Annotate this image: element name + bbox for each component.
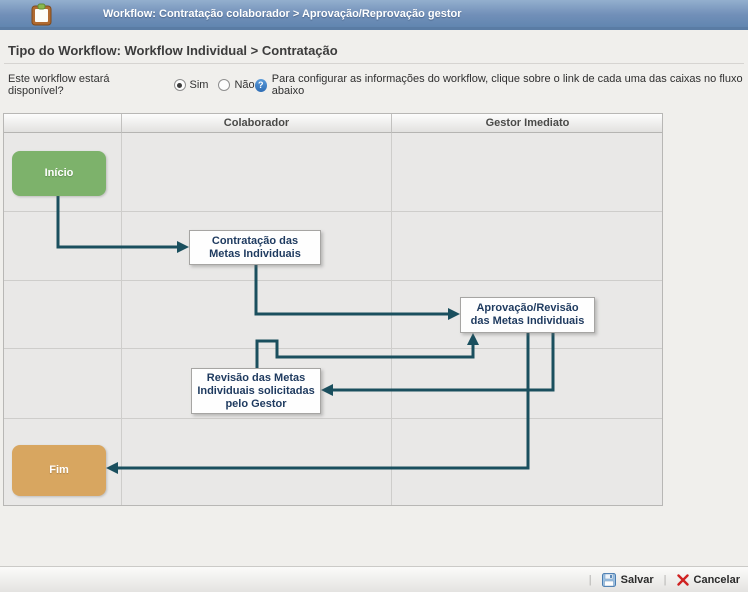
radio-sim[interactable] xyxy=(173,79,186,91)
title-divider xyxy=(4,63,744,64)
clipboard-icon xyxy=(31,3,52,26)
flow-connectors xyxy=(56,196,555,474)
help-icon: ? xyxy=(254,78,267,92)
flow-node-fim[interactable]: Fim xyxy=(12,445,106,496)
availability-radio-group: Sim Não xyxy=(164,79,255,91)
floppy-disk-icon xyxy=(601,572,616,587)
footer-separator: | xyxy=(588,573,592,586)
radio-nao[interactable] xyxy=(218,79,231,91)
lane-header-empty xyxy=(4,114,122,133)
flow-node-contratacao[interactable]: Contratação das Metas Individuais xyxy=(189,230,321,265)
help-area: ? Para configurar as informações do work… xyxy=(254,73,744,97)
flow-node-inicio[interactable]: Início xyxy=(12,151,106,196)
help-text: Para configurar as informações do workfl… xyxy=(271,73,743,97)
flow-node-revisao[interactable]: Revisão das Metas Individuais solicitada… xyxy=(191,368,321,414)
footer-separator-2: | xyxy=(663,573,667,586)
availability-question: Este workflow estará disponível? xyxy=(8,73,110,97)
lane-header-gestor: Gestor Imediato xyxy=(392,114,662,133)
controls-row: Este workflow estará disponível? Sim Não… xyxy=(8,73,744,97)
cancel-button[interactable]: Cancelar xyxy=(676,573,740,586)
radio-nao-label[interactable]: Não xyxy=(234,79,255,91)
titlebar-text: Workflow: Contratação colaborador > Apro… xyxy=(103,8,462,20)
red-x-icon xyxy=(676,573,689,586)
lane-header-colaborador: Colaborador xyxy=(122,114,392,133)
page-title: Tipo do Workflow: Workflow Individual > … xyxy=(8,43,338,58)
save-label[interactable]: Salvar xyxy=(620,573,654,586)
flow-node-aprovacao[interactable]: Aprovação/Revisão das Metas Individuais xyxy=(460,297,595,333)
window-titlebar: Workflow: Contratação colaborador > Apro… xyxy=(0,0,748,30)
radio-sim-label[interactable]: Sim xyxy=(189,79,209,91)
workflow-diagram: Colaborador Gestor Imediato Início Contr… xyxy=(3,113,663,506)
footer-bar: | Salvar | Cancelar xyxy=(0,566,748,592)
save-button[interactable]: Salvar xyxy=(601,572,654,587)
cancel-label[interactable]: Cancelar xyxy=(693,573,740,586)
